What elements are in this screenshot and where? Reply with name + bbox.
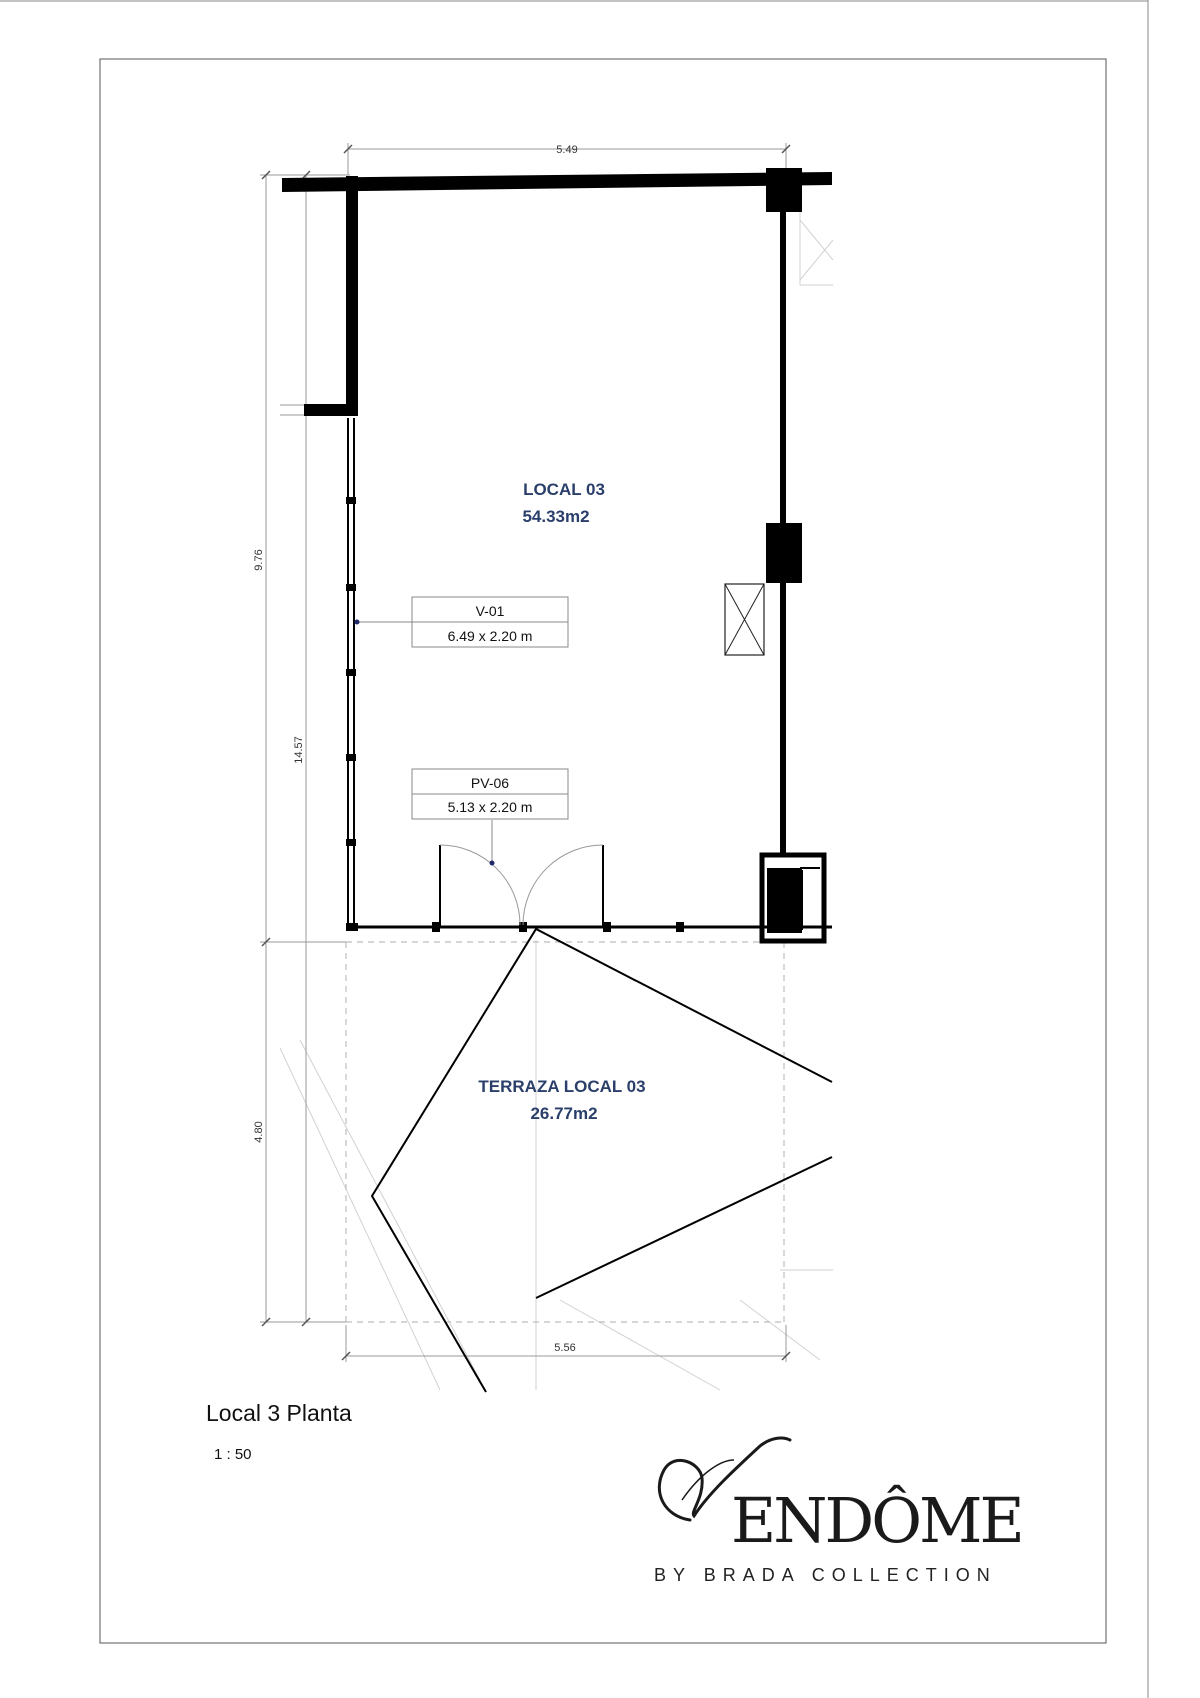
dim-bottom-width: 5.56	[554, 1342, 575, 1354]
room-terrace-name: TERRAZA LOCAL 03	[478, 1077, 645, 1096]
drawing-title: Local 3 Planta	[206, 1400, 352, 1426]
tag-v01: V-01 6.49 x 2.20 m	[354, 596, 569, 648]
tag-v01-size: 6.49 x 2.20 m	[448, 628, 533, 644]
dim-terrace-depth: 4.80	[253, 1121, 265, 1142]
tag-pv06-size: 5.13 x 2.20 m	[448, 799, 533, 815]
drawing-scale: 1 : 50	[214, 1446, 252, 1463]
terrace-boundary	[370, 927, 833, 1393]
room-terrace-area: 26.77m2	[530, 1104, 597, 1123]
storefront-glazing	[346, 418, 358, 931]
dim-total-depth: 14.57	[293, 736, 305, 764]
brand-logo: ENDÔME	[657, 1436, 1025, 1557]
double-door	[439, 844, 604, 927]
dimension-lines	[260, 143, 791, 1362]
dim-top-width: 5.49	[556, 144, 577, 156]
svg-text:ENDÔME: ENDÔME	[731, 1484, 1022, 1557]
room-local-area: 54.33m2	[522, 507, 589, 526]
tag-v01-code: V-01	[476, 603, 505, 619]
terrace-outline	[345, 941, 785, 1323]
walls	[282, 168, 832, 944]
shaft-box	[724, 583, 765, 656]
tag-pv06: PV-06 5.13 x 2.20 m	[411, 768, 569, 866]
brand-subtitle: BY BRADA COLLECTION	[654, 1565, 997, 1585]
bottom-facade	[350, 922, 832, 932]
construction-lines	[279, 205, 834, 1391]
drawing-frame	[99, 58, 1107, 1644]
dim-local-depth: 9.76	[253, 549, 265, 570]
room-local-name: LOCAL 03	[523, 480, 605, 499]
tag-pv06-code: PV-06	[471, 775, 509, 791]
